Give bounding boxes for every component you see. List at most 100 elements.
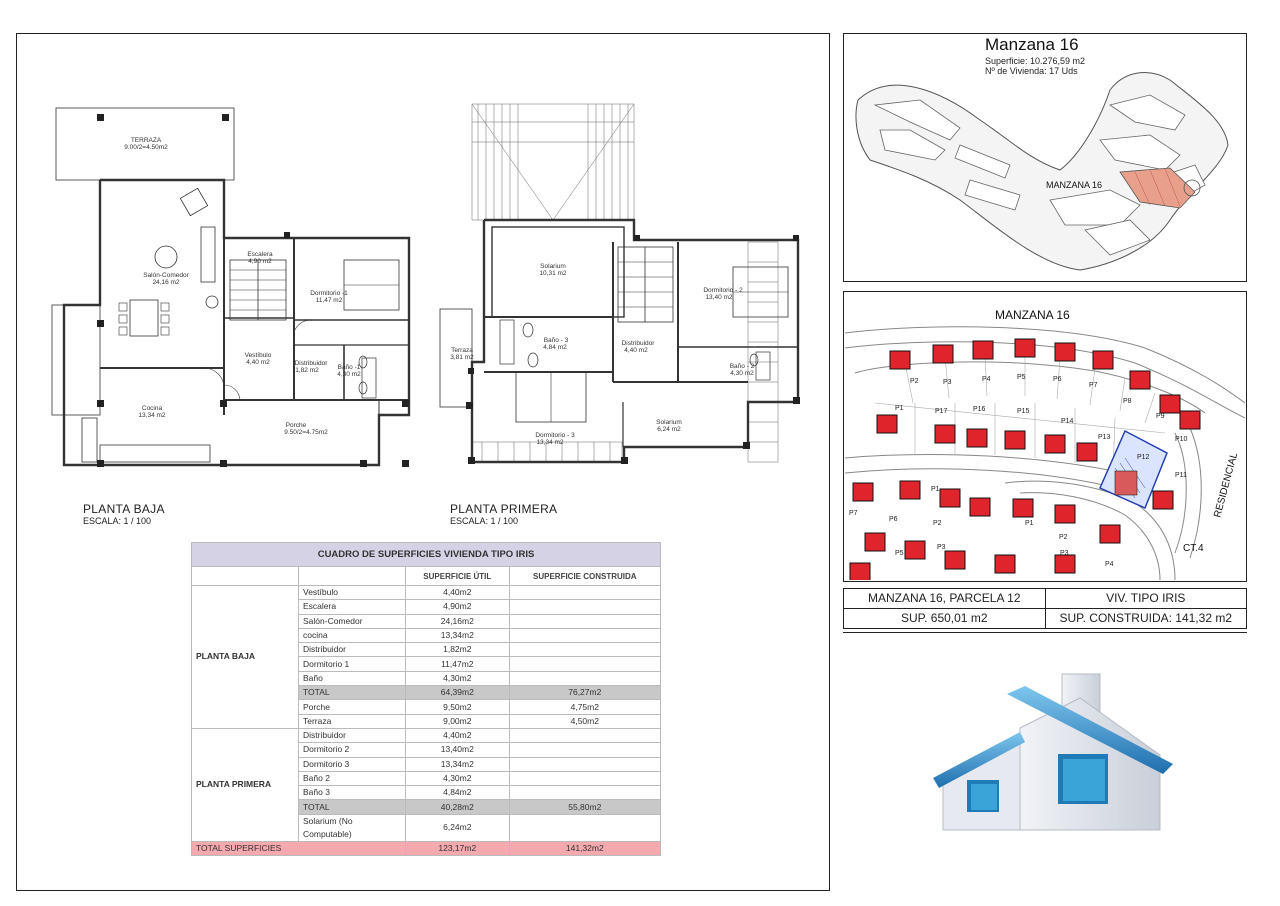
plot-label: P7 bbox=[1089, 382, 1098, 389]
info-row-1: MANZANA 16, PARCELA 12 VIV. TIPO IRIS bbox=[843, 588, 1247, 609]
plot-label: P5 bbox=[1017, 374, 1026, 381]
plot-label: P2 bbox=[1059, 534, 1068, 541]
row-label: Dormitorio 1 bbox=[298, 656, 406, 672]
row-util: 1,82m2 bbox=[405, 642, 510, 658]
group-label: PLANTA BAJA bbox=[191, 585, 299, 729]
room-label: Vestíbulo bbox=[245, 352, 272, 359]
room-area: 4,30 m2 bbox=[730, 370, 754, 377]
row-util: 13,34m2 bbox=[405, 627, 510, 644]
room-label: Terraza bbox=[451, 347, 473, 354]
site-map-superficie: Superficie: 10.276,59 m2 bbox=[985, 56, 1086, 66]
house-roof-icon bbox=[966, 428, 988, 448]
surface-table: CUADRO DE SUPERFICIES VIVIENDA TIPO IRIS… bbox=[191, 542, 662, 857]
house-roof-icon bbox=[1129, 370, 1151, 390]
row-construida bbox=[508, 584, 662, 601]
plot-label: P6 bbox=[889, 516, 898, 523]
superficie-cell: SUP. 650,01 m2 bbox=[844, 609, 1046, 628]
row-construida bbox=[508, 727, 662, 744]
plot-label: P15 bbox=[1017, 408, 1030, 415]
row-construida bbox=[508, 642, 662, 658]
row-label: Distribuidor bbox=[298, 642, 406, 658]
house-roof-icon bbox=[889, 350, 911, 370]
row-construida bbox=[508, 813, 662, 842]
row-construida: 4,50m2 bbox=[508, 713, 662, 729]
plot-label: P1 bbox=[1025, 520, 1034, 527]
house-roof-icon bbox=[1014, 338, 1036, 358]
info-divider bbox=[843, 632, 1247, 633]
house-roof-icon bbox=[1044, 434, 1066, 454]
row-util: 9,00m2 bbox=[405, 713, 510, 729]
room-area: 24,16 m2 bbox=[152, 279, 179, 286]
room-area: 1,82 m2 bbox=[295, 367, 319, 374]
room-area: 4,40 m2 bbox=[624, 347, 648, 354]
plot-label: P13 bbox=[1098, 434, 1111, 441]
table-row: Solarium (No Computable)6,24m2 bbox=[192, 813, 662, 842]
plot-label: P6 bbox=[1053, 376, 1062, 383]
row-construida bbox=[508, 756, 662, 772]
room-area: 4,30 m2 bbox=[337, 371, 361, 378]
row-construida: 4,75m2 bbox=[508, 699, 662, 715]
room-label: Distribuidor bbox=[295, 360, 329, 367]
room-area: 9.50/2=4.75m2 bbox=[284, 429, 328, 436]
site-map-viviendas: Nº de Vivienda: 17 Uds bbox=[985, 66, 1078, 76]
room-label: Cocina bbox=[142, 405, 163, 412]
house-roof-icon bbox=[1012, 498, 1034, 518]
house-roof-icon bbox=[1076, 442, 1098, 462]
row-construida bbox=[508, 770, 662, 787]
house-roof-icon bbox=[1099, 524, 1121, 544]
table-title-row: CUADRO DE SUPERFICIES VIVIENDA TIPO IRIS bbox=[191, 542, 661, 567]
construida-cell: SUP. CONSTRUIDA: 141,32 m2 bbox=[1059, 611, 1232, 625]
house-roof-icon bbox=[1054, 342, 1076, 362]
row-label: Dormitorio 3 bbox=[298, 756, 406, 772]
row-label: Vestíbulo bbox=[298, 584, 406, 601]
row-label: Salón-Comedor bbox=[298, 613, 406, 629]
room-area: 3,81 m2 bbox=[450, 354, 474, 361]
room-label: Salón-Comedor bbox=[143, 272, 189, 279]
row-label: Distribuidor bbox=[298, 727, 406, 744]
row-label: cocina bbox=[298, 627, 406, 644]
room-area: 13,34 m2 bbox=[138, 412, 165, 419]
site-map-title: Manzana 16 bbox=[985, 35, 1079, 54]
room-area: 10,31 m2 bbox=[539, 270, 566, 277]
row-label: Baño 2 bbox=[298, 770, 406, 787]
house-roof-icon bbox=[849, 562, 871, 580]
house-roof-icon bbox=[932, 344, 954, 364]
house-roof-icon bbox=[1054, 504, 1076, 524]
house-roof-icon bbox=[994, 554, 1016, 574]
house-roof-icon bbox=[1179, 410, 1201, 430]
manzana-parcela-cell: MANZANA 16, PARCELA 12 bbox=[844, 589, 1046, 608]
room-area: 13,40 m2 bbox=[705, 294, 732, 301]
plot-label: P16 bbox=[973, 406, 986, 413]
col-construida-header: SUPERFICIE CONSTRUIDA bbox=[508, 566, 662, 586]
row-util: 4,40m2 bbox=[405, 727, 510, 744]
grand-total-construida: 141,32m2 bbox=[508, 840, 662, 857]
ground-floor-title: PLANTA BAJA bbox=[83, 502, 165, 516]
row-construida bbox=[508, 670, 662, 687]
house-roof-icon bbox=[1004, 430, 1026, 450]
row-label: TOTAL bbox=[298, 685, 406, 701]
room-label: Dormitorio - 3 bbox=[535, 432, 575, 439]
room-area: 11,47 m2 bbox=[316, 297, 343, 304]
house-roof-icon bbox=[864, 532, 886, 552]
room-area: 13,34 m2 bbox=[536, 439, 563, 446]
house-logo-icon bbox=[933, 673, 1173, 831]
plot-label: P11 bbox=[1175, 472, 1187, 479]
plot-label: P3 bbox=[1060, 550, 1069, 557]
house-roof-icon bbox=[944, 550, 966, 570]
site-map-drawing: MANZANA 16 bbox=[855, 72, 1229, 271]
row-label: Escalera bbox=[298, 599, 406, 615]
house-roof-icon bbox=[969, 497, 991, 517]
room-label: Distribuidor bbox=[622, 340, 656, 347]
first-floor-scale: ESCALA: 1 / 100 bbox=[450, 516, 519, 526]
row-construida bbox=[508, 627, 662, 644]
house-roof-icon bbox=[852, 482, 874, 502]
plot-map-panel bbox=[843, 291, 1247, 582]
row-util: 6,24m2 bbox=[405, 813, 510, 842]
room-area: 4,90 m2 bbox=[248, 258, 272, 265]
